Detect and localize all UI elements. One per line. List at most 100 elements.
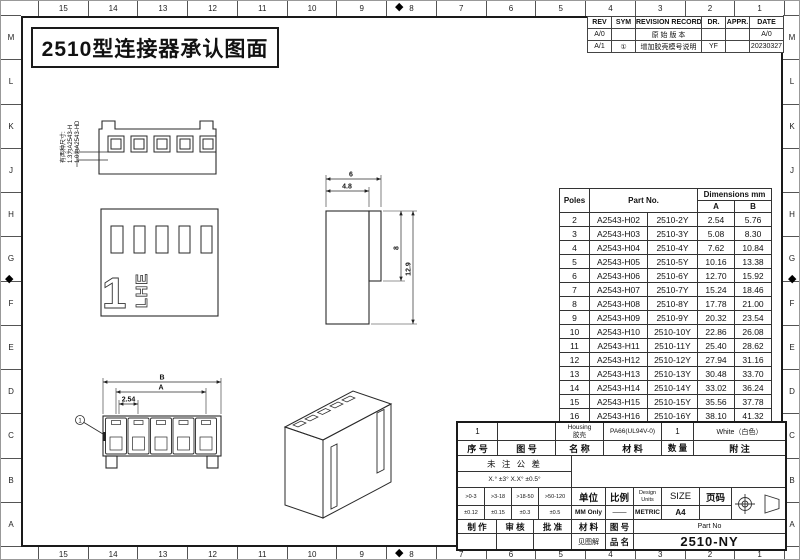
center-mark-top: ◆ [395,1,404,13]
parts-cell: 20.32 [697,310,736,325]
checker-value [496,533,533,549]
parts-cell: 23.54 [734,310,773,325]
bom-material-value: PA66(UL94V-0) [603,423,661,440]
parts-cell: 26.08 [734,324,773,339]
parts-cell: 2 [559,212,590,227]
parts-cell: A2543-H11 [589,338,648,353]
cavity-number-marking: 1 [102,269,126,318]
parts-cell: 5.08 [697,226,736,241]
grid-row-label: A [1,501,21,547]
tol-range-1: >0-3 [458,487,484,505]
parts-cell: A2543-H05 [589,254,648,269]
view-top [76,120,217,175]
parts-cell: A2543-H06 [589,268,648,283]
parts-cell: 15 [559,394,590,409]
tolerance-title: 未 注 公 差 [458,455,571,471]
projection-symbol-cell [731,487,785,519]
parts-cell: 18.46 [734,282,773,297]
note-leader-lines [76,145,108,167]
parts-cell: A2543-H14 [589,380,648,395]
sheet-frame [21,16,783,547]
bom-drawing-no-value [497,423,555,440]
record-col: REVISION RECORD [635,16,702,29]
center-mark-right: ◆ [788,273,797,285]
dim-inner-width: 4.8 [342,184,352,191]
projection-symbol [734,493,779,514]
note-line-1: 有两种尺寸: [59,131,67,163]
parts-cell: A2543-H09 [589,310,648,325]
bom-material-header: 材 料 [603,440,661,455]
parts-cell: 2510-12Y [646,352,699,367]
parts-cell: A2543-H15 [589,394,648,409]
parts-cell: 10.84 [734,240,773,255]
parts-cell: A2543-H02 [589,212,648,227]
record-cell: 原 始 版 本 [635,28,702,41]
material-label: 材 料 [571,519,605,533]
scale-value: —— [605,505,633,519]
view-front: 1 LHE [100,208,219,318]
parts-cell: 21.00 [734,296,773,311]
bom-remark-value: White（白色） [693,423,785,440]
rev-col: REV [587,16,612,29]
parts-cell: 2510-13Y [646,366,699,381]
rev-cell: A/1 [587,40,612,53]
title-block: 1 Housing 胶壳 PA66(UL94V-0) 1 White（白色） 序… [456,421,787,551]
side-rails [330,408,385,510]
balloon-number: 1 [78,419,82,425]
parts-cell: 30.48 [697,366,736,381]
tol-range-4: >50-120 [538,487,571,505]
note-line-2: 1.3为A2543-H [66,125,74,163]
extension-lines [325,175,417,325]
parts-cell: 2510-9Y [646,310,699,325]
parts-cell: 33.70 [734,366,773,381]
parts-cell: A2543-H04 [589,240,648,255]
mold-number-mark [103,432,106,441]
parts-cell: 31.16 [734,352,773,367]
part-no-col: Part No. [588,188,699,213]
parts-cell: A2543-H12 [589,352,648,367]
sym-col: SYM [611,16,636,29]
dim-pitch-label: 2.54 [122,397,136,404]
revision-row: A/1 ① 增加胶壳模号说明 YF 20230327 [587,40,784,53]
parts-cell: 14 [559,380,590,395]
parts-cell: 2510-10Y [646,324,699,339]
parts-cell: 5 [559,254,590,269]
parts-cell: 36.24 [734,380,773,395]
rev-cell: A/0 [587,28,612,41]
parts-cell: A2543-H08 [589,296,648,311]
dr-cell [701,28,726,41]
maker-value [458,533,496,549]
parts-cell: 17.78 [697,296,736,311]
dr-col: DR. [701,16,726,29]
parts-cell: 4 [559,240,590,255]
approver-label: 批 准 [533,519,571,533]
parts-header-row: Poles Part No. Dimensions mm [559,188,773,213]
parts-cell: 2510-3Y [646,226,699,241]
approver-value [533,533,571,549]
parts-cell: 2510-4Y [646,240,699,255]
bom-name-en: Housing [567,424,592,432]
parts-cell: 15.24 [697,282,736,297]
parts-cell: 12 [559,352,590,367]
parts-cell: 10.16 [697,254,736,269]
design-units-line2: Units [641,496,654,503]
parts-cell: 7.62 [697,240,736,255]
sym-cell [611,28,636,41]
revision-header-row: REV SYM REVISION RECORD DR. APPR. DATE [587,16,784,29]
parts-cell: 11 [559,338,590,353]
date-col: DATE [749,16,784,29]
